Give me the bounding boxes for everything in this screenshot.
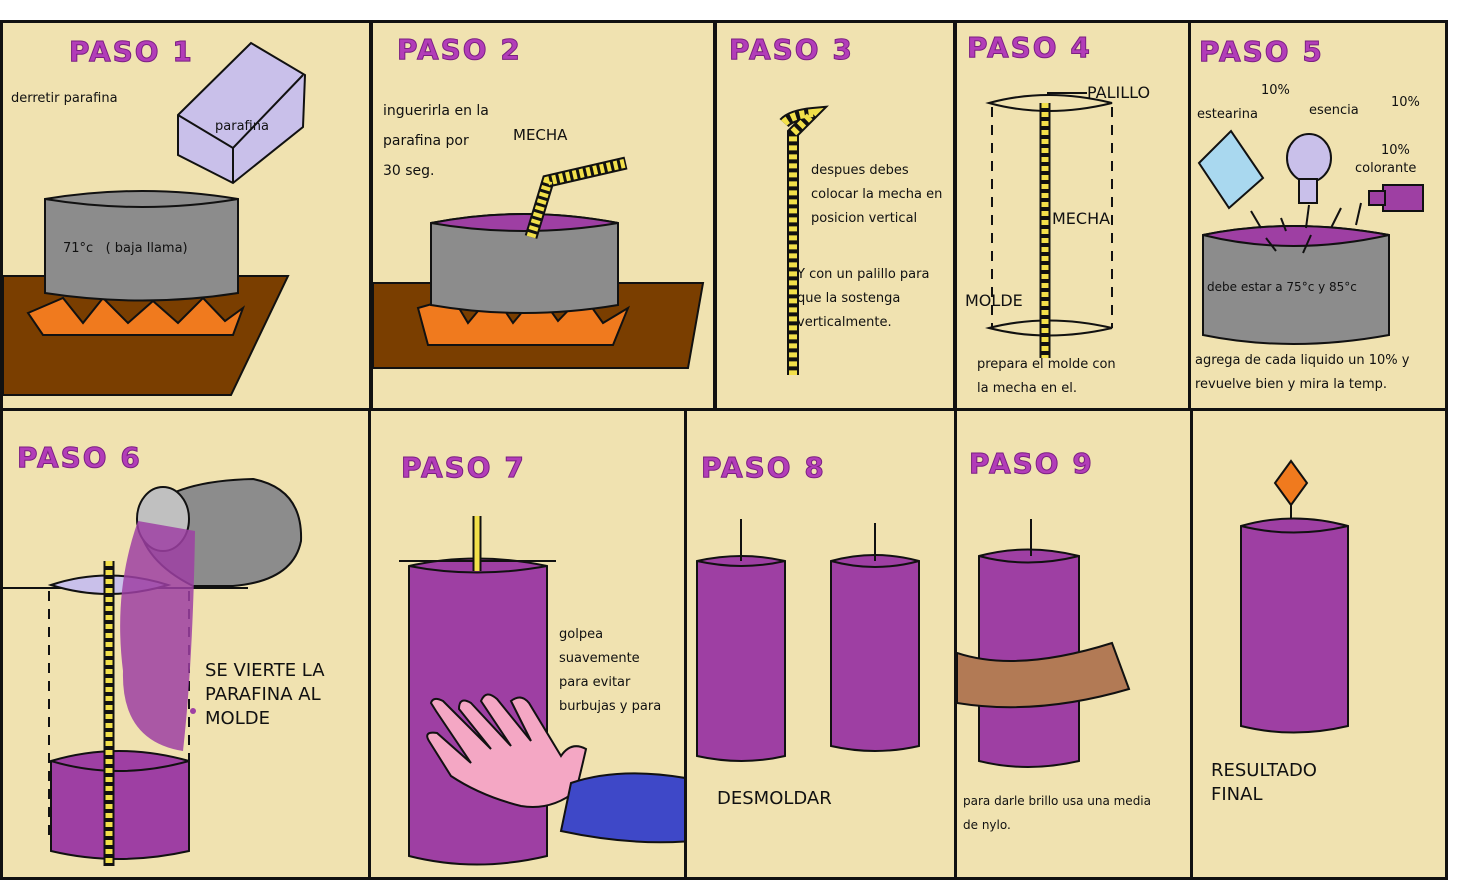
essence-label: esencia <box>1309 103 1359 118</box>
candle-shape-2 <box>830 554 920 752</box>
panel-step-3: PASO 3 despues debes colocar la mecha en… <box>714 20 956 412</box>
step-text-line: golpea <box>559 627 604 642</box>
pct-label: 10% <box>1381 143 1410 158</box>
pot-shape <box>44 190 239 302</box>
step1-illustration <box>3 41 307 396</box>
wick-label: MECHA <box>1052 209 1111 228</box>
step8-illustration <box>696 519 920 762</box>
step-text-line: la mecha en el. <box>977 381 1077 396</box>
box-label: parafina <box>215 119 269 134</box>
pot-label: 71°c ( baja llama) <box>63 241 188 256</box>
step-text-line: despues debes <box>811 163 909 178</box>
step-text-line: posicion vertical <box>811 211 918 226</box>
step-title: PASO 9 <box>969 447 1094 481</box>
panel-step-7: PASO 7 golpea suavemente para evitar bur… <box>368 408 688 880</box>
step-title: PASO 5 <box>1199 35 1324 69</box>
step-title: PASO 1 <box>69 35 194 69</box>
candle-shape <box>978 548 1080 768</box>
step-text-line: que la sostenga <box>797 291 901 306</box>
step-text-line: parafina por <box>383 133 469 149</box>
colorant-label: colorante <box>1355 161 1417 176</box>
step5-illustration <box>1197 129 1424 345</box>
paraffin-box-shape <box>177 41 307 185</box>
panel-step-2: PASO 2 inguerirla en la parafina por 30 … <box>370 20 716 412</box>
panel-step-1: PASO 1 derretir parafina parafina 71°c (… <box>0 20 372 412</box>
step-text-line: revuelve bien y mira la temp. <box>1195 377 1388 392</box>
step-title: PASO 6 <box>17 441 142 475</box>
panel-step-9: PASO 9 para darle brillo usa una media d… <box>954 408 1194 880</box>
step-text-line: de nylo. <box>963 818 1011 832</box>
step-text-line: PARAFINA AL <box>205 684 321 705</box>
flame-shape <box>26 296 246 336</box>
stick-label: PALILLO <box>1087 83 1151 102</box>
step-title: PASO 2 <box>397 33 522 67</box>
step7-illustration <box>399 516 685 866</box>
wick-label: MECHA <box>513 126 568 144</box>
panel-step-4: PASO 4 PALILLO MECHA MOLDE prepara el mo… <box>954 20 1192 412</box>
pct-label: 10% <box>1391 95 1420 110</box>
step-text: derretir parafina <box>11 91 118 106</box>
stearin-bottle-shape <box>1197 129 1265 210</box>
mold-label: MOLDE <box>965 291 1023 310</box>
pct-label: 10% <box>1261 83 1290 98</box>
step-title: PASO 7 <box>401 451 526 485</box>
step-title: PASO 3 <box>729 33 854 67</box>
step9-illustration <box>957 519 1131 768</box>
step-text-line: para evitar <box>559 675 631 690</box>
candle-shape <box>1240 517 1349 734</box>
step-text-line: SE VIERTE LA <box>205 660 325 681</box>
panel-step-5: PASO 5 10% estearina esencia 10% 10% col… <box>1188 20 1448 412</box>
step3-illustration <box>779 105 829 375</box>
stearin-label: estearina <box>1197 107 1258 122</box>
hand-shape <box>426 693 588 808</box>
panel-final-result: RESULTADO FINAL <box>1190 408 1448 880</box>
panel-step-6: PASO 6 SE VIERTE LA PARAFINA AL MOLDE <box>0 408 372 880</box>
step-text-line: suavemente <box>559 651 640 666</box>
paraffin-stream-shape <box>120 521 195 751</box>
step6-illustration <box>3 477 303 866</box>
step-text-line: burbujas y para <box>559 699 662 714</box>
step-text-line: MOLDE <box>205 708 270 729</box>
essence-bottle-shape <box>1286 133 1332 183</box>
colorant-bottle-shape <box>1382 184 1424 212</box>
step-text-line: para darle brillo usa una media <box>963 794 1151 808</box>
step-text-line: prepara el molde con <box>977 357 1116 372</box>
pot-label: debe estar a 75°c y 85°c <box>1207 280 1357 294</box>
panel-step-8: PASO 8 DESMOLDAR <box>684 408 958 880</box>
flame-shape <box>1273 459 1309 507</box>
sleeve-shape <box>559 772 685 844</box>
nylon-stocking-shape <box>957 641 1131 709</box>
step-text-line: 30 seg. <box>383 163 435 179</box>
step-text-line: colocar la mecha en <box>811 187 943 202</box>
unmold-label: DESMOLDAR <box>717 788 832 809</box>
step-text-line: inguerirla en la <box>383 103 489 119</box>
step2-illustration <box>373 156 705 369</box>
final-candle-illustration <box>1240 459 1349 734</box>
step-title: PASO 8 <box>701 451 826 485</box>
step-text-line: Y con un palillo para <box>797 267 930 282</box>
step-text-line: verticalmente. <box>797 315 892 330</box>
step-title: PASO 4 <box>967 31 1092 65</box>
final-label-line: FINAL <box>1211 784 1263 805</box>
step-text-line: agrega de cada liquido un 10% y <box>1195 353 1410 368</box>
final-label-line: RESULTADO <box>1211 760 1317 781</box>
candle-shape-1 <box>696 555 786 762</box>
step4-illustration <box>985 92 1113 358</box>
